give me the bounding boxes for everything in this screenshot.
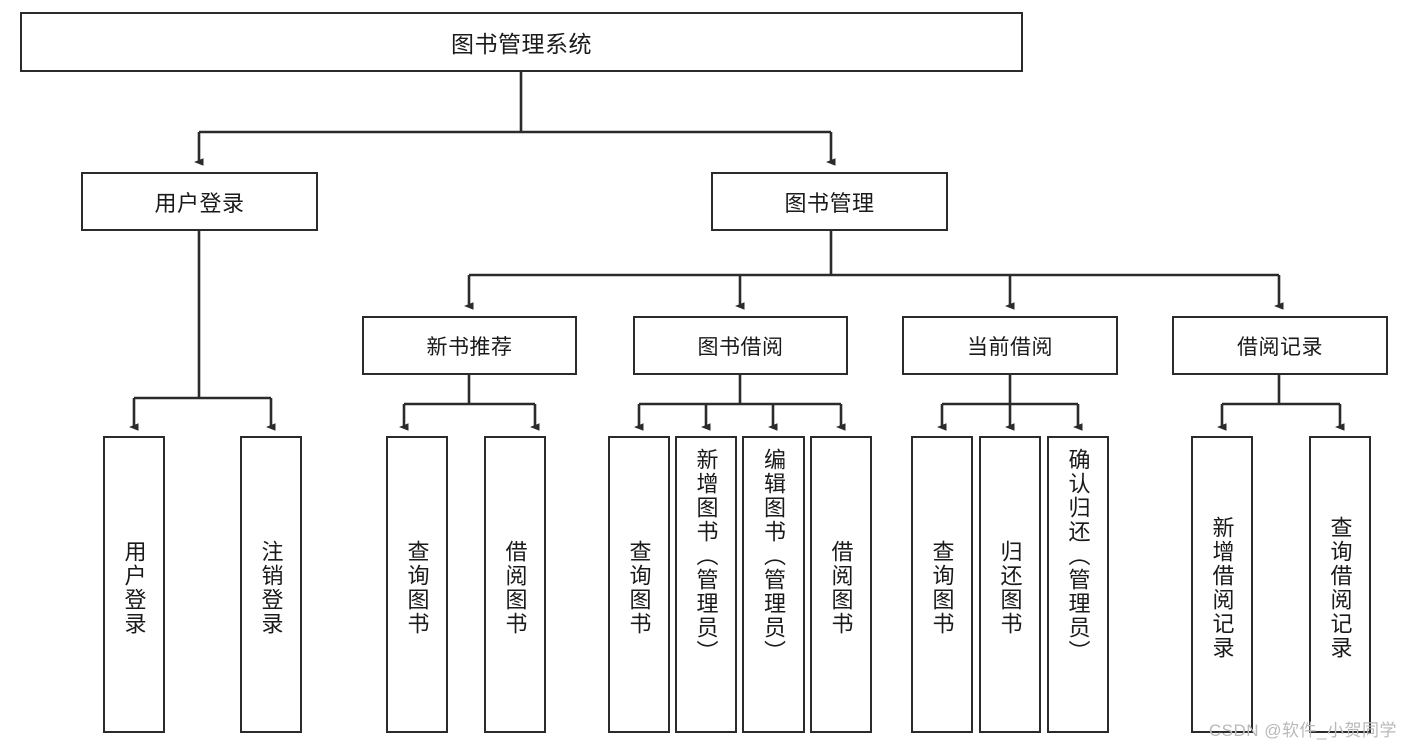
leaf-recommend-borrow-book[interactable]: 借阅图书: [484, 436, 546, 733]
node-user-login[interactable]: 用户登录: [81, 172, 318, 231]
leaf-record-add-borrow-record-label: 新增借阅记录: [1209, 515, 1235, 660]
leaf-recommend-query-book-label: 查询图书: [404, 539, 430, 636]
leaf-record-add-borrow-record[interactable]: 新增借阅记录: [1191, 436, 1253, 733]
leaf-borrow-edit-book-admin[interactable]: 编辑图书（管理员）: [742, 436, 805, 733]
leaf-record-query-borrow-record[interactable]: 查询借阅记录: [1309, 436, 1371, 733]
node-new-book-recommend[interactable]: 新书推荐: [362, 316, 577, 375]
leaf-borrow-borrow-book-label: 借阅图书: [828, 539, 854, 636]
node-borrow-record-label: 借阅记录: [1237, 335, 1323, 359]
leaf-borrow-add-book-admin-label: 新增图书（管理员）: [693, 448, 719, 664]
leaf-user-logout[interactable]: 注销登录: [240, 436, 302, 733]
leaf-user-login[interactable]: 用户登录: [103, 436, 165, 733]
leaf-borrow-edit-book-admin-label: 编辑图书（管理员）: [761, 448, 787, 664]
leaf-current-confirm-return-admin[interactable]: 确认归还（管理员）: [1047, 436, 1109, 733]
leaf-current-query-book[interactable]: 查询图书: [911, 436, 973, 733]
leaf-borrow-borrow-book[interactable]: 借阅图书: [810, 436, 872, 733]
leaf-current-return-book[interactable]: 归还图书: [979, 436, 1041, 733]
leaf-current-query-book-label: 查询图书: [929, 539, 955, 636]
node-user-login-label: 用户登录: [154, 190, 245, 216]
leaf-recommend-query-book[interactable]: 查询图书: [386, 436, 448, 733]
leaf-current-return-book-label: 归还图书: [997, 539, 1023, 636]
leaf-user-logout-label: 注销登录: [258, 539, 284, 636]
node-book-management[interactable]: 图书管理: [711, 172, 948, 231]
leaf-borrow-query-book-label: 查询图书: [626, 539, 652, 636]
leaf-recommend-borrow-book-label: 借阅图书: [502, 539, 528, 636]
leaf-record-query-borrow-record-label: 查询借阅记录: [1327, 515, 1353, 660]
node-book-management-label: 图书管理: [784, 190, 875, 216]
leaf-borrow-query-book[interactable]: 查询图书: [608, 436, 670, 733]
node-root-label: 图书管理系统: [451, 31, 592, 57]
leaf-borrow-add-book-admin[interactable]: 新增图书（管理员）: [675, 436, 737, 733]
node-current-borrow[interactable]: 当前借阅: [902, 316, 1118, 375]
leaf-current-confirm-return-admin-label: 确认归还（管理员）: [1065, 448, 1091, 664]
node-borrow-record[interactable]: 借阅记录: [1172, 316, 1388, 375]
node-current-borrow-label: 当前借阅: [967, 335, 1053, 359]
node-book-borrow-label: 图书借阅: [697, 335, 784, 359]
node-new-book-recommend-label: 新书推荐: [426, 335, 513, 359]
csdn-watermark: CSDN @软件_小贺同学: [1208, 721, 1397, 740]
leaf-user-login-label: 用户登录: [121, 539, 147, 636]
node-root[interactable]: 图书管理系统: [20, 12, 1023, 72]
node-book-borrow[interactable]: 图书借阅: [633, 316, 848, 375]
